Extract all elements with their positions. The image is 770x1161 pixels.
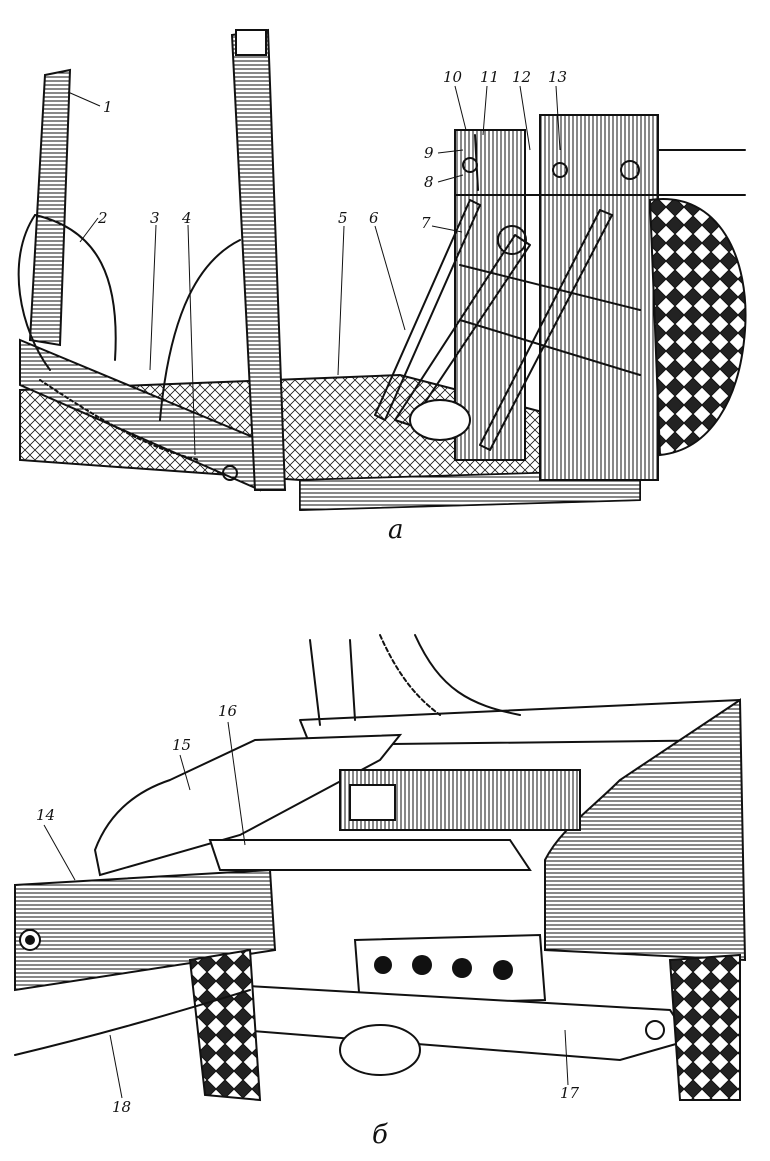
callout-4: 4 [181, 209, 192, 227]
callout-14: 14 [36, 806, 55, 824]
callout-7: 7 [421, 214, 431, 232]
callout-11: 11 [480, 68, 499, 86]
callout-16: 16 [218, 702, 238, 720]
callout-15: 15 [172, 736, 191, 754]
callout-6: 6 [369, 209, 379, 227]
panel-b-letter: б [372, 1120, 388, 1150]
panel-b-leaders [43, 721, 569, 1099]
panel-a-leaders [67, 85, 561, 456]
guide-plate [208, 839, 532, 871]
rear-tyre [648, 198, 747, 457]
right-tyre [668, 953, 741, 1101]
callout-5: 5 [338, 209, 348, 227]
callout-13: 13 [548, 68, 567, 86]
panel-a-callouts: 1 2 3 4 5 6 7 8 9 10 11 12 13 [97, 68, 567, 232]
panel-a-letter: а [388, 515, 404, 545]
winch-drum [409, 399, 471, 441]
left-stake [28, 68, 72, 347]
right-cheek-plate [544, 698, 747, 962]
callout-10: 10 [443, 68, 463, 86]
panel-a-drawing [17, 28, 747, 511]
callout-17: 17 [560, 1084, 580, 1102]
callout-12: 12 [512, 68, 531, 86]
left-tyre [188, 948, 262, 1102]
callout-8: 8 [424, 173, 434, 191]
callout-2: 2 [97, 209, 108, 227]
callout-3: 3 [150, 209, 160, 227]
rear-ladder-frame [454, 114, 659, 481]
callout-1: 1 [103, 98, 113, 116]
panel-b-callouts: 14 15 16 17 18 [36, 702, 580, 1116]
panel-b-drawing [14, 634, 747, 1102]
callout-18: 18 [112, 1098, 131, 1116]
left-cheek-plate [93, 733, 403, 877]
callout-9: 9 [424, 144, 434, 162]
